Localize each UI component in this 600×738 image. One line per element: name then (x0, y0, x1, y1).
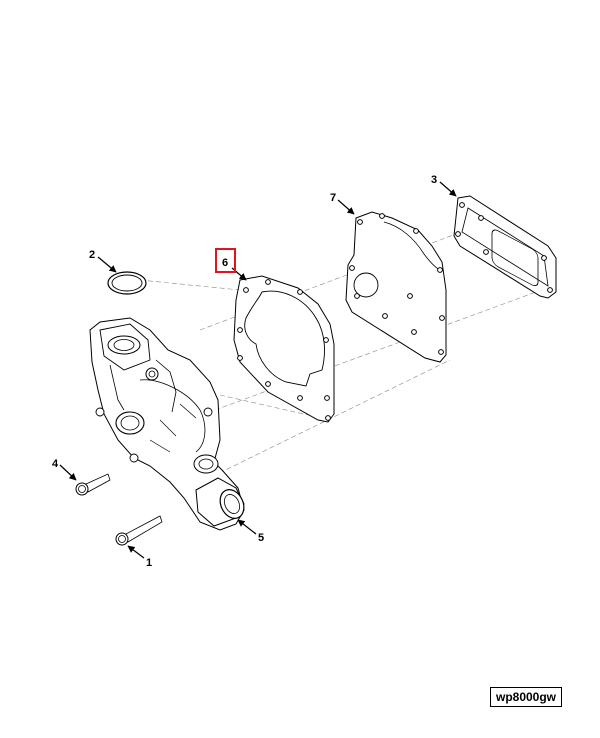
callout-6: 6 (222, 257, 228, 269)
part-2-o-ring (107, 271, 147, 295)
callout-4: 4 (52, 458, 59, 470)
callout-1: 1 (146, 557, 152, 569)
water-pump-housing (89, 317, 245, 531)
callout-5: 5 (258, 532, 264, 544)
callout-7: 7 (330, 192, 336, 204)
reference-code-label: wp8000gw (490, 687, 562, 707)
leader-arrows (59, 181, 457, 559)
part-6-housing-gasket (233, 275, 335, 423)
callout-3: 3 (431, 174, 437, 186)
part-3-gasket (453, 195, 557, 299)
part-1-bolt (115, 515, 163, 546)
part-4-bolt (75, 473, 111, 496)
part-7-plate-gasket (345, 211, 447, 363)
callout-2: 2 (89, 249, 95, 261)
highlight-box (215, 248, 236, 273)
